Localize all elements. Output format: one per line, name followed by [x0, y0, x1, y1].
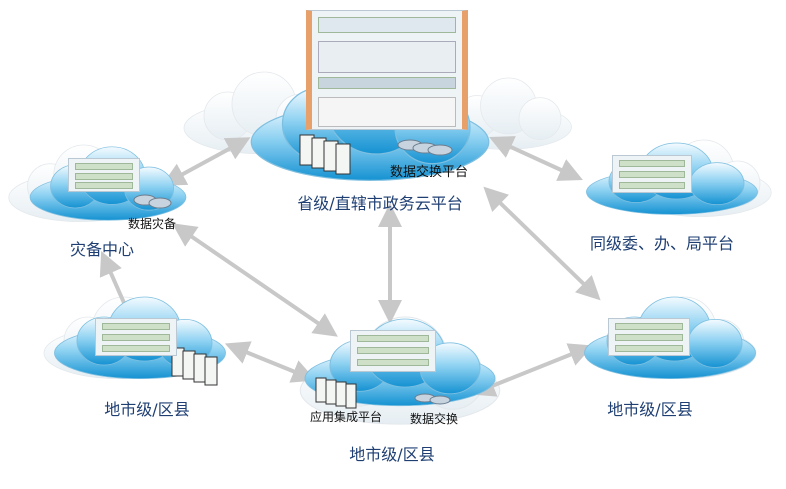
- server-icon: [171, 347, 218, 386]
- cityright-label: 地市级/区县: [607, 400, 693, 419]
- arrow-central-disaster: [161, 137, 251, 186]
- citycenter-sub-right: 数据交换: [410, 412, 459, 426]
- arrow-disaster-city: [172, 223, 338, 337]
- cityleft-label: 地市级/区县: [104, 400, 190, 419]
- server-icon: [315, 377, 357, 409]
- citycenter-label: 地市级/区县: [349, 445, 435, 464]
- citycenter-panel: [350, 330, 436, 372]
- database-icon: [133, 194, 172, 209]
- arrow-city-cityright: [470, 343, 594, 397]
- peer-panel: [612, 155, 692, 193]
- cityleft-panel: [95, 318, 177, 356]
- disaster-label: 灾备中心: [69, 240, 135, 259]
- disaster-panel: [68, 158, 140, 192]
- database-icon: [414, 393, 451, 405]
- citycenter-sub-left: 应用集成平台: [310, 410, 383, 424]
- arrow-central-peer: [489, 136, 583, 181]
- server-icon: [299, 134, 351, 175]
- peer-label: 同级委、办、局平台: [589, 234, 735, 253]
- central-architecture-panel: [306, 10, 468, 130]
- arrow-cityleft-city: [224, 341, 317, 383]
- central-sub-label: 数据交换平台: [390, 165, 469, 180]
- disaster-sub-label: 数据灾备: [128, 217, 177, 231]
- arrow-central-cityright: [483, 186, 601, 301]
- database-icon: [397, 139, 453, 156]
- central-label: 省级/直辖市政务云平台: [297, 194, 463, 213]
- cityright-panel: [608, 318, 690, 356]
